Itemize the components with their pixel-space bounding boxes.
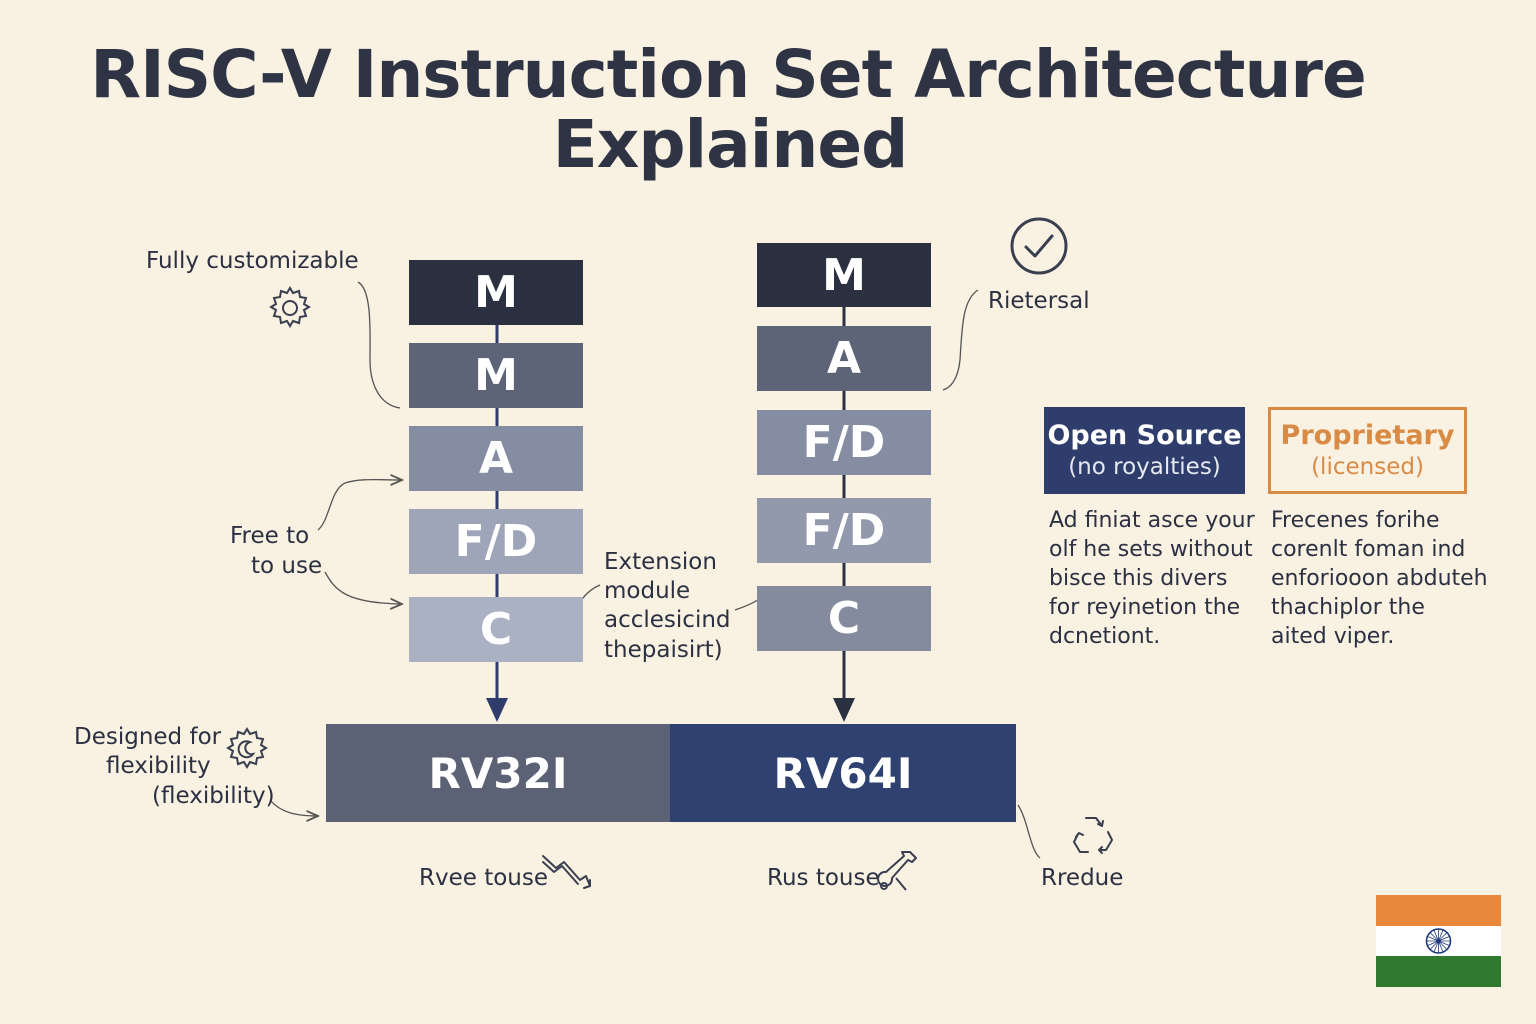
gear-moon-icon [222, 724, 272, 774]
open-source-desc-line: olf he sets without [1049, 537, 1253, 562]
label-to-use: to use [251, 553, 323, 579]
callout-rredue [1017, 804, 1041, 859]
right-stack-block-5: C [757, 586, 931, 651]
callout-free-to [317, 480, 402, 531]
label-free-to: Free to [230, 523, 310, 549]
right-stack-arrowhead [833, 698, 855, 722]
label-thepaisirt: thepaisirt) [604, 637, 723, 663]
open-source-title: Open Source [1047, 419, 1242, 451]
label-fully-customizable: Fully customizable [146, 248, 359, 274]
base-rv32i: RV32I [326, 724, 670, 822]
label-rredue: Rredue [1041, 865, 1124, 891]
open-source-desc-line: for reyinetion the [1049, 595, 1241, 620]
right-stack-block-4: F/D [757, 498, 931, 563]
label-rus-touse: Rus touse [767, 865, 880, 891]
page-title: RISC-V Instruction Set Architecture [90, 36, 1367, 113]
proprietary-subtitle: (licensed) [1311, 453, 1424, 480]
flag-saffron-band [1376, 895, 1501, 926]
callout-to-use [324, 571, 402, 604]
label-rvee-touse: Rvee touse [419, 865, 549, 891]
right-stack-block-3: F/D [757, 410, 931, 475]
check-circle-icon [1009, 216, 1069, 276]
open-source-desc-line: Ad finiat asce your [1049, 508, 1255, 533]
proprietary-desc-line: thachiplor the [1271, 595, 1425, 620]
left-stack-block-5: C [409, 597, 583, 662]
label-rietersal: Rietersal [988, 288, 1090, 314]
callout-rietersal [942, 289, 979, 391]
india-flag-icon [1376, 895, 1501, 987]
left-stack-block-4: F/D [409, 509, 583, 574]
proprietary-desc-line: aited viper. [1271, 624, 1395, 649]
left-stack-block-1: M [409, 260, 583, 325]
left-stack-arrowhead [486, 698, 508, 722]
open-source-subtitle: (no royalties) [1068, 453, 1221, 480]
label-extension: Extension [604, 549, 717, 575]
callout-fully-customizable [357, 281, 401, 409]
open-source-box: Open Source (no royalties) [1044, 407, 1245, 494]
proprietary-box: Proprietary (licensed) [1268, 407, 1467, 494]
flag-chakra [1425, 928, 1452, 954]
recycle-icon [1068, 810, 1118, 860]
callout-designed-for [269, 799, 318, 816]
label-flexibility: flexibility [106, 753, 211, 779]
proprietary-desc-line: Frecenes forihe [1271, 508, 1440, 533]
flag-green-band [1376, 956, 1501, 987]
open-source-description: Ad finiat asce your olf he sets without … [1049, 506, 1255, 651]
right-stack-block-2: A [757, 326, 931, 391]
label-designed-for: Designed for [74, 724, 222, 750]
label-flexibility-paren: (flexibility) [152, 783, 275, 809]
right-stack-block-1: M [757, 243, 931, 307]
left-stack-block-2: M [409, 343, 583, 408]
open-source-desc-line: bisce this divers [1049, 566, 1228, 591]
trend-down-icon [540, 852, 594, 892]
wrench-icon [874, 848, 920, 896]
proprietary-description: Frecenes forihe corenlt foman ind enfori… [1271, 506, 1488, 651]
open-source-desc-line: dcnetiont. [1049, 624, 1161, 649]
left-stack-block-3: A [409, 426, 583, 491]
proprietary-desc-line: corenlt foman ind [1271, 537, 1466, 562]
label-acclesicind: acclesicind [604, 607, 731, 633]
gear-icon [266, 284, 314, 332]
label-module: module [604, 578, 691, 604]
proprietary-title: Proprietary [1280, 419, 1455, 451]
page-title-line2: Explained [552, 106, 909, 183]
base-rv64i: RV64I [670, 724, 1016, 822]
proprietary-desc-line: enforiooon abduteh [1271, 566, 1488, 591]
